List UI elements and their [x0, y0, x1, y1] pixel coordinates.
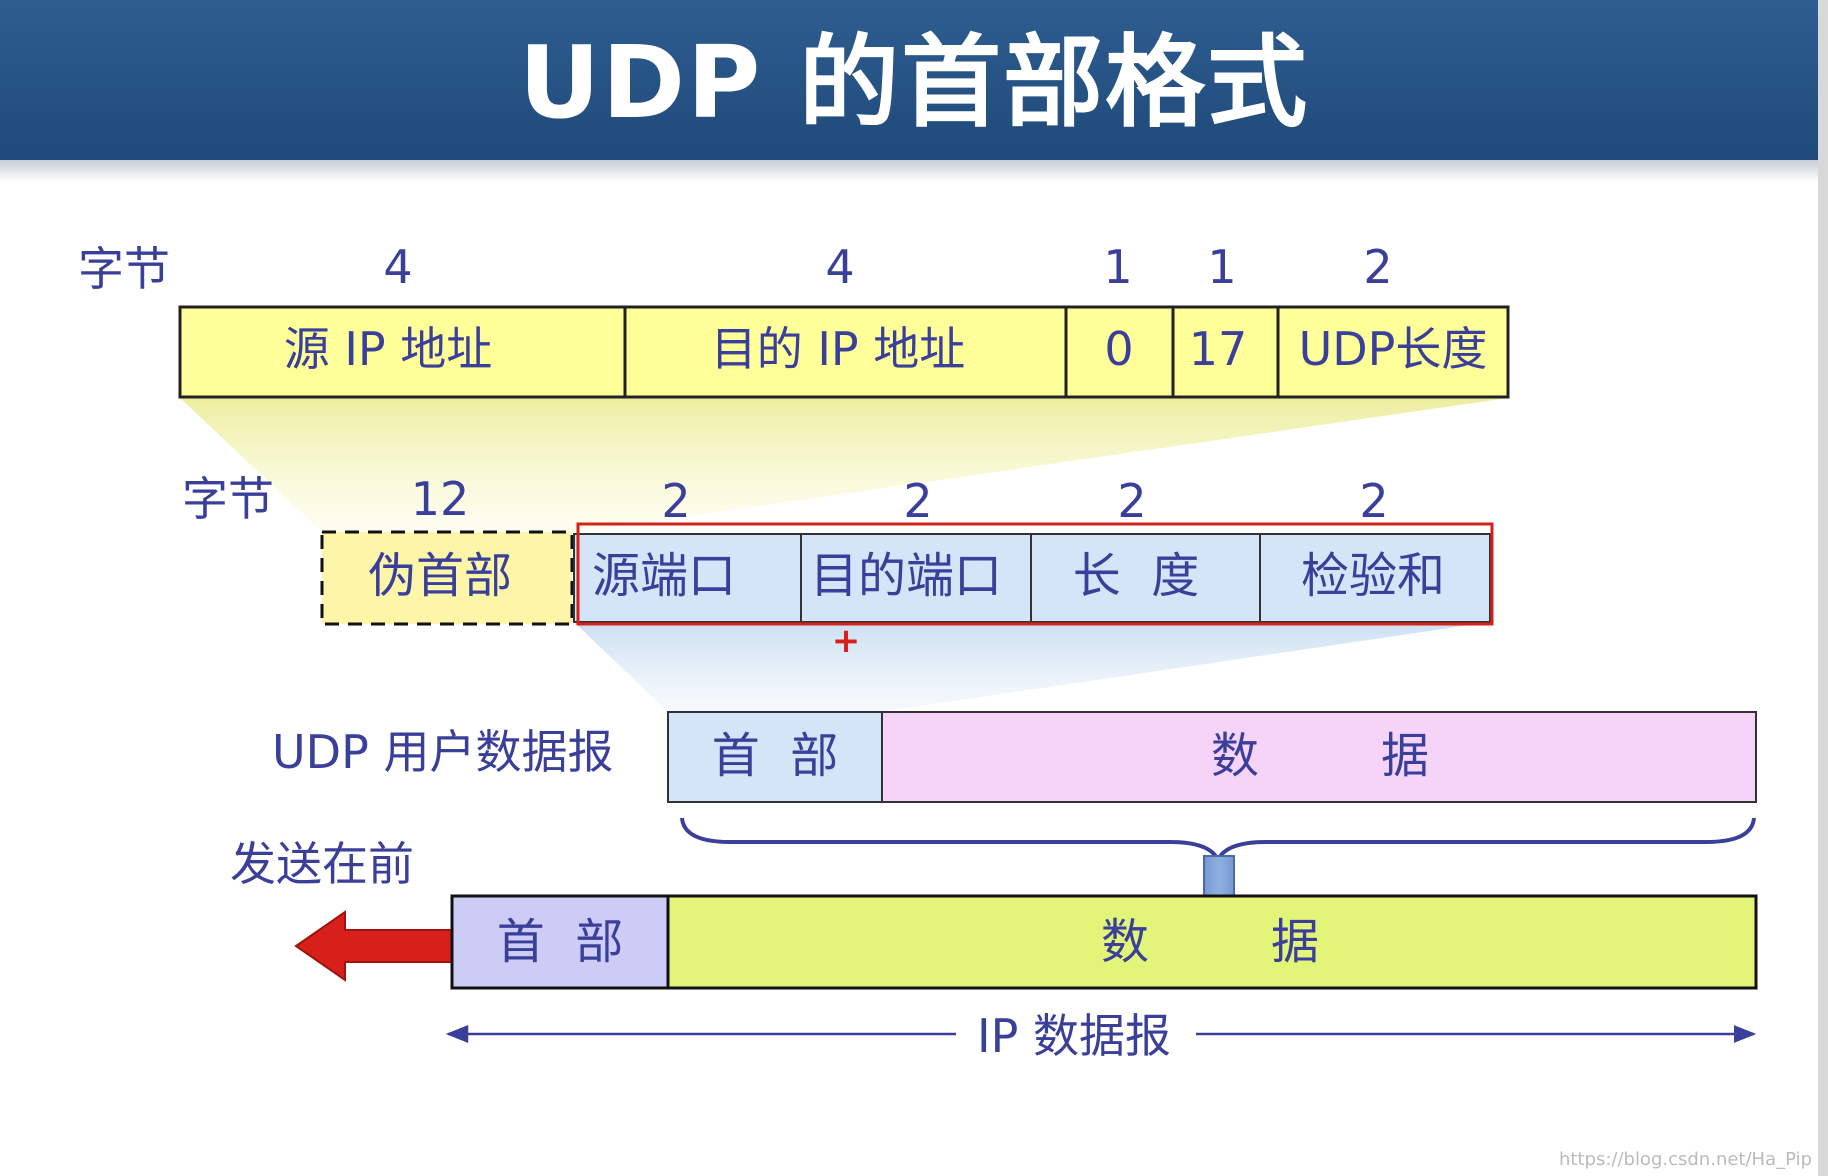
- dst-ip-text: 目的 IP 地址: [711, 322, 966, 376]
- udp-header-highlight: [576, 522, 1494, 626]
- pseudo-header-box: [320, 530, 574, 626]
- size-pseudo: 12: [411, 472, 470, 526]
- ip-datagram-data-text: 数 据: [1101, 914, 1319, 970]
- size-checksum: 2: [1359, 474, 1388, 528]
- size-src-ip: 4: [383, 240, 412, 294]
- slide-title: UDP 的首部格式: [518, 24, 1310, 141]
- curly-brace: [680, 817, 1756, 865]
- plus-mark: +: [832, 621, 861, 661]
- checksum-text: 检验和: [1301, 548, 1445, 604]
- title-bar: UDP 的首部格式: [0, 0, 1828, 182]
- size-dst-port: 2: [903, 474, 932, 528]
- zero-text: 0: [1104, 322, 1133, 376]
- src-port-text: 源端口: [592, 548, 736, 604]
- size-udp-length: 2: [1363, 240, 1392, 294]
- size-protocol: 1: [1207, 240, 1236, 294]
- pseudo-field-dst-ip: [623, 305, 1068, 399]
- udp-datagram-data: [881, 711, 1757, 803]
- watermark: https://blog.csdn.net/Ha_Pip: [1559, 1149, 1812, 1170]
- udp-header-expansion: [574, 622, 1490, 712]
- size-src-port: 2: [661, 474, 690, 528]
- dst-port-text: 目的端口: [810, 548, 1002, 604]
- pseudo-header-text: 伪首部: [368, 548, 512, 604]
- byte-label-row1: 字节: [78, 242, 170, 296]
- send-direction-arrow: [294, 910, 453, 982]
- udp-length-text: UDP长度: [1299, 322, 1488, 376]
- udp-datagram-label: UDP 用户数据报: [272, 725, 613, 779]
- window-edge: [1818, 0, 1828, 1176]
- send-first-label: 发送在前: [230, 837, 414, 891]
- pseudo-header-expansion: [180, 398, 1508, 532]
- size-dst-ip: 4: [825, 240, 854, 294]
- udp-field-length: [1030, 533, 1261, 623]
- ip-datagram-label: IP 数据报: [977, 1009, 1171, 1063]
- pseudo-field-protocol: [1171, 305, 1280, 399]
- ip-datagram-header: [450, 894, 670, 990]
- pseudo-field-zero: [1064, 305, 1175, 399]
- src-ip-text: 源 IP 地址: [284, 322, 493, 376]
- size-length: 2: [1117, 474, 1146, 528]
- udp-datagram-header-text: 首 部: [712, 728, 839, 784]
- ip-datagram-header-text: 首 部: [497, 914, 624, 970]
- udp-datagram-header: [667, 711, 883, 803]
- protocol-text: 17: [1189, 322, 1248, 376]
- byte-label-row2: 字节: [182, 472, 274, 526]
- length-text: 长 度: [1073, 548, 1200, 604]
- size-zero: 1: [1103, 240, 1132, 294]
- udp-field-checksum: [1259, 533, 1491, 623]
- pseudo-field-udp-length: [1276, 305, 1510, 399]
- udp-datagram-data-text: 数 据: [1211, 728, 1429, 784]
- ip-datagram-data: [666, 894, 1758, 990]
